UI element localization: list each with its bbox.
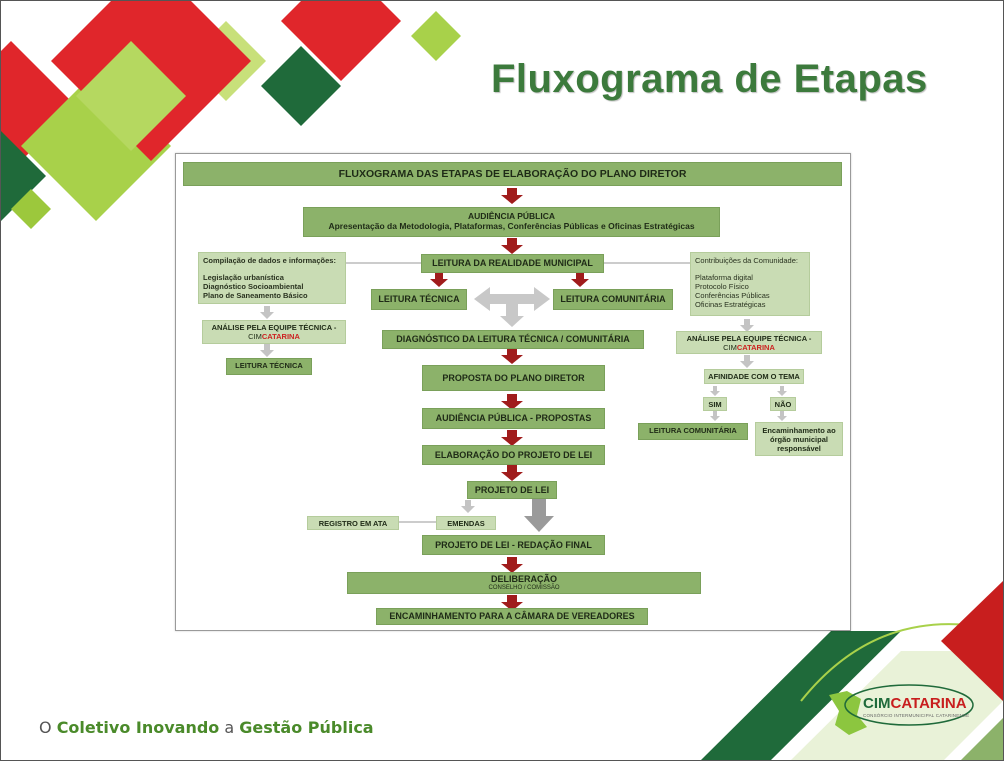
audiencia-subtitle: Apresentação da Metodologia, Plataformas… xyxy=(328,221,695,231)
sim-text: SIM xyxy=(708,399,722,409)
analise-left-box: ANÁLISE PELA EQUIPE TÉCNICA - CIMCATARIN… xyxy=(202,320,346,344)
analise-right-text: ANÁLISE PELA EQUIPE TÉCNICA - xyxy=(686,333,812,343)
gray-down-arrow xyxy=(524,499,554,532)
footer-tagline: O Coletivo Inovando a Gestão Pública xyxy=(39,718,374,737)
proposta-box: PROPOSTA DO PLANO DIRETOR xyxy=(422,365,605,391)
leitura-municipal-text: LEITURA DA REALIDADE MUNICIPAL xyxy=(432,258,593,269)
diagnostico-text: DIAGNÓSTICO DA LEITURA TÉCNICA / COMUNIT… xyxy=(396,334,630,345)
encaminhamento-camara-text: ENCAMINHAMENTO PARA A CÂMARA DE VEREADOR… xyxy=(389,611,635,622)
contrib-item-3: Conferências Públicas xyxy=(695,291,770,300)
footer-a: a xyxy=(219,718,240,737)
cim-right: CIM xyxy=(723,342,737,352)
encaminhamento-orgao-text: Encaminhamento ao órgão municipal respon… xyxy=(762,425,836,453)
registro-ata-text: REGISTRO EM ATA xyxy=(318,518,388,528)
compilacao-item-1: Legislação urbanística xyxy=(203,273,284,282)
catarina-right: CATARINA xyxy=(736,342,775,352)
contrib-item-4: Oficinas Estratégicas xyxy=(695,300,766,309)
leitura-comunitaria-right-text: LEITURA COMUNITÁRIA xyxy=(649,426,737,436)
cimcatarina-logo-icon xyxy=(829,684,974,735)
catarina-left: CATARINA xyxy=(261,332,300,341)
encaminhamento-orgao-box: Encaminhamento ao órgão municipal respon… xyxy=(755,422,843,456)
logo-text: CIMCATARINA xyxy=(863,695,967,712)
footer-pre: O xyxy=(39,718,57,737)
compilacao-title: Compilação de dados e informações: xyxy=(203,256,336,265)
elaboracao-text: ELABORAÇÃO DO PROJETO DE LEI xyxy=(434,449,593,460)
gray-cross-arrow xyxy=(474,287,550,327)
nao-text: NÃO xyxy=(774,399,792,409)
compilacao-item-3: Plano de Saneamento Básico xyxy=(203,291,308,300)
decorative-diamonds xyxy=(1,1,461,229)
deliberacao-sub: CONSELHO / COMISSÃO xyxy=(488,584,560,591)
contrib-item-1: Plataforma digital xyxy=(695,273,753,282)
registro-ata-box: REGISTRO EM ATA xyxy=(307,516,399,530)
header-box: FLUXOGRAMA DAS ETAPAS DE ELABORAÇÃO DO P… xyxy=(183,162,842,186)
leitura-comunitaria-right-box: LEITURA COMUNITÁRIA xyxy=(638,423,748,440)
audiencia-propostas-text: AUDIÊNCIA PÚBLICA - PROPOSTAS xyxy=(435,413,592,424)
leitura-tecnica-left-text: LEITURA TÉCNICA xyxy=(235,361,303,371)
header-text: FLUXOGRAMA DAS ETAPAS DE ELABORAÇÃO DO P… xyxy=(338,167,687,180)
encaminhamento-camara-box: ENCAMINHAMENTO PARA A CÂMARA DE VEREADOR… xyxy=(376,608,648,625)
emendas-text: EMENDAS xyxy=(447,518,485,528)
proposta-text: PROPOSTA DO PLANO DIRETOR xyxy=(442,372,585,383)
audiencia-publica-box: AUDIÊNCIA PÚBLICA Apresentação da Metodo… xyxy=(303,207,720,237)
cim-left: CIM xyxy=(248,332,262,341)
compilacao-item-2: Diagnóstico Socioambiental xyxy=(203,282,304,291)
deliberacao-text: DELIBERAÇÃO xyxy=(490,574,557,585)
elaboracao-box: ELABORAÇÃO DO PROJETO DE LEI xyxy=(422,445,605,465)
flowchart-panel: FLUXOGRAMA DAS ETAPAS DE ELABORAÇÃO DO P… xyxy=(175,153,851,631)
afinidade-text: AFINIDADE COM O TEMA xyxy=(708,372,800,381)
leitura-comunitaria-box: LEITURA COMUNITÁRIA xyxy=(553,289,673,310)
analise-right-box: ANÁLISE PELA EQUIPE TÉCNICA - CIMCATARIN… xyxy=(676,331,822,354)
leitura-municipal-box: LEITURA DA REALIDADE MUNICIPAL xyxy=(421,254,604,273)
leitura-tecnica-left-box: LEITURA TÉCNICA xyxy=(226,358,312,375)
logo-cim: CIM xyxy=(863,695,891,712)
flowchart-connectors xyxy=(260,188,787,611)
audiencia-propostas-box: AUDIÊNCIA PÚBLICA - PROPOSTAS xyxy=(422,408,605,429)
redacao-final-text: PROJETO DE LEI - REDAÇÃO FINAL xyxy=(435,539,592,550)
page-title: Fluxograma de Etapas xyxy=(491,57,928,101)
logo-catarina: CATARINA xyxy=(890,695,967,712)
contrib-title: Contribuições da Comunidade: xyxy=(695,256,798,265)
leitura-comunitaria-text: LEITURA COMUNITÁRIA xyxy=(560,294,666,305)
contrib-item-2: Protocolo Físico xyxy=(695,282,749,291)
projeto-lei-box: PROJETO DE LEI xyxy=(467,481,557,499)
red-flow-arrows xyxy=(430,188,589,611)
compilacao-box: Compilação de dados e informações: Legis… xyxy=(198,252,346,304)
footer-coletivo: Coletivo Inovando xyxy=(56,718,220,737)
logo-subtitle: CONSÓRCIO INTERMUNICIPAL CATARINENSE xyxy=(863,713,970,718)
leitura-tecnica-box: LEITURA TÉCNICA xyxy=(371,289,467,310)
small-gray-arrows xyxy=(260,306,787,513)
redacao-final-box: PROJETO DE LEI - REDAÇÃO FINAL xyxy=(422,535,605,555)
diagnostico-box: DIAGNÓSTICO DA LEITURA TÉCNICA / COMUNIT… xyxy=(382,330,644,349)
contribuicoes-box: Contribuições da Comunidade: Plataforma … xyxy=(690,252,810,316)
leitura-tecnica-text: LEITURA TÉCNICA xyxy=(378,294,460,305)
nao-box: NÃO xyxy=(770,397,796,411)
emendas-box: EMENDAS xyxy=(436,516,496,530)
afinidade-box: AFINIDADE COM O TEMA xyxy=(704,369,804,384)
diamond-shapes xyxy=(1,1,461,229)
audiencia-title: AUDIÊNCIA PÚBLICA xyxy=(467,211,556,222)
analise-left-text: ANÁLISE PELA EQUIPE TÉCNICA - xyxy=(211,323,337,332)
projeto-lei-text: PROJETO DE LEI xyxy=(474,484,550,495)
deliberacao-box: DELIBERAÇÃO CONSELHO / COMISSÃO xyxy=(347,572,701,594)
footer-gestao: Gestão Pública xyxy=(239,718,374,737)
sim-box: SIM xyxy=(703,397,727,411)
